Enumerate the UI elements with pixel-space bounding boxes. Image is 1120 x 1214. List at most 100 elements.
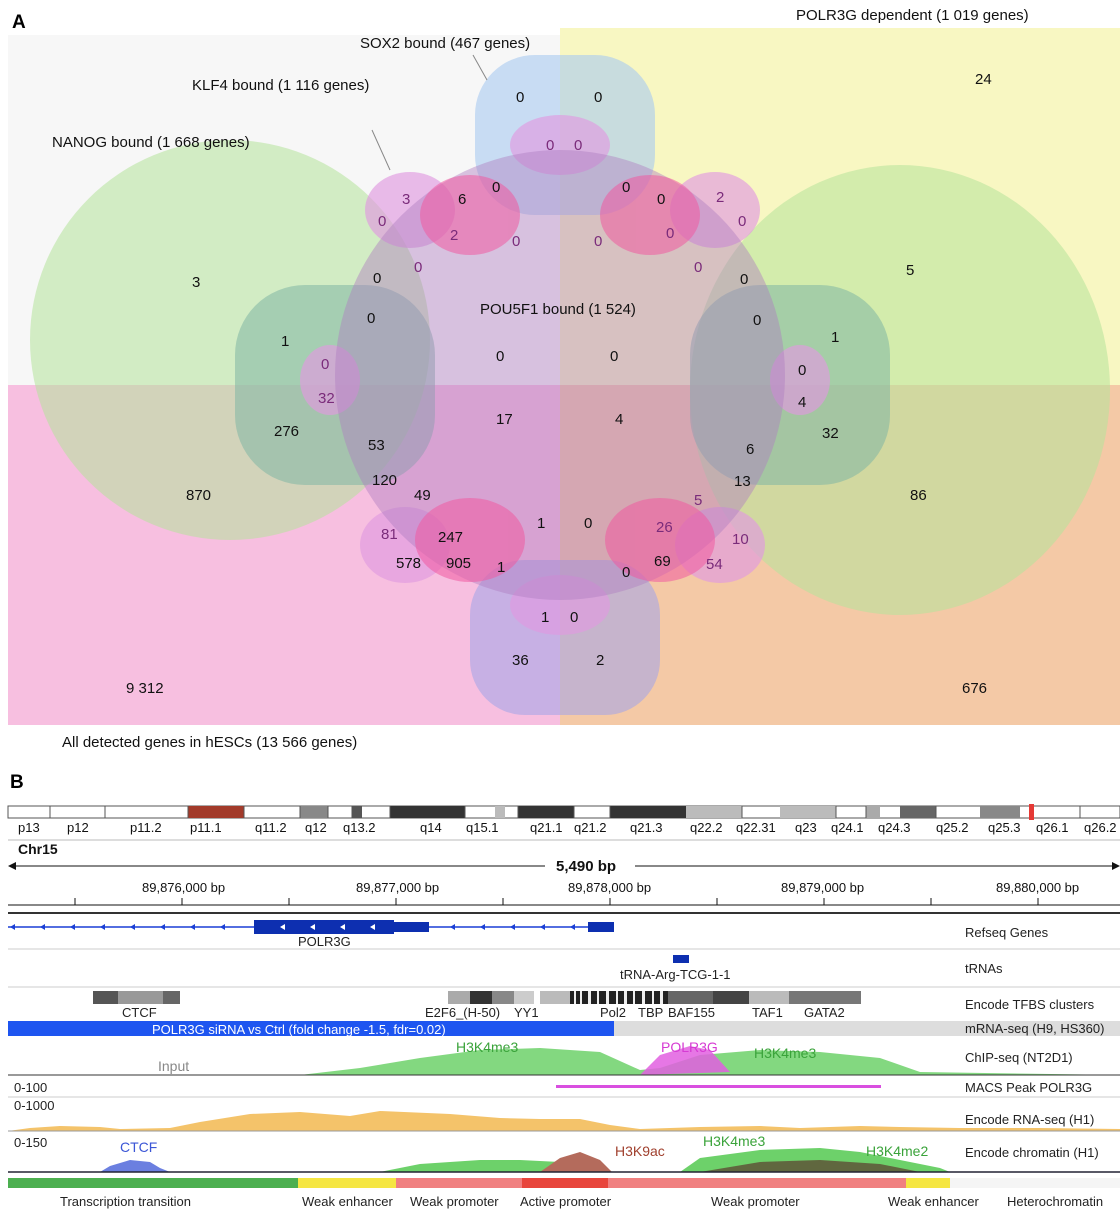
count: 6 bbox=[746, 441, 754, 458]
tfbs-label-yy1: YY1 bbox=[514, 1005, 539, 1020]
count: 5 bbox=[906, 262, 914, 279]
klf4-pointer bbox=[371, 129, 391, 171]
count: 24 bbox=[975, 71, 992, 88]
count: 5 bbox=[694, 492, 702, 509]
count: 0 bbox=[414, 259, 422, 276]
count: 1 bbox=[281, 333, 289, 350]
count: 0 bbox=[594, 89, 602, 106]
track-label-rnaseq: Encode RNA-seq (H1) bbox=[965, 1112, 1094, 1127]
count: 9 312 bbox=[126, 680, 164, 697]
tfbs-label-baf155: BAF155 bbox=[668, 1005, 715, 1020]
chromatin-states: Transcription transition Weak enhancer W… bbox=[8, 1178, 1120, 1209]
state-label: Weak promoter bbox=[410, 1194, 499, 1209]
panel-a: A bbox=[8, 7, 1120, 751]
count: 10 bbox=[732, 531, 749, 548]
macs-range: 0-100 bbox=[14, 1080, 47, 1095]
count: 3 bbox=[402, 191, 410, 208]
track-label-chromatin: Encode chromatin (H1) bbox=[965, 1145, 1099, 1160]
count: 0 bbox=[622, 564, 630, 581]
count: 2 bbox=[450, 227, 458, 244]
band-label: q23 bbox=[795, 820, 817, 835]
band-label: q24.3 bbox=[878, 820, 911, 835]
band-label: q22.2 bbox=[690, 820, 723, 835]
count: 0 bbox=[516, 89, 524, 106]
chip-h3k4me3-label: H3K4me3 bbox=[456, 1039, 518, 1055]
count: 13 bbox=[734, 473, 751, 490]
count: 86 bbox=[910, 487, 927, 504]
count: 578 bbox=[396, 555, 421, 572]
count: 3 bbox=[192, 274, 200, 291]
count: 26 bbox=[656, 519, 673, 536]
mrna-track: POLR3G siRNA vs Ctrl (fold change -1.5, … bbox=[8, 1021, 1120, 1037]
count: 4 bbox=[798, 394, 806, 411]
count: 2 bbox=[596, 652, 604, 669]
coord-label: 89,878,000 bp bbox=[568, 880, 651, 895]
chip-track: Input H3K4me3 POLR3G H3K4me3 ChIP-seq (N… bbox=[8, 1039, 1120, 1076]
count: 17 bbox=[496, 411, 513, 428]
band-labels: p13 p12 p11.2 p11.1 q11.2 q12 q13.2 q14 … bbox=[18, 820, 1117, 835]
band-label: p11.2 bbox=[130, 820, 162, 835]
count: 53 bbox=[368, 437, 385, 454]
count: 0 bbox=[622, 179, 630, 196]
pou5f1-set bbox=[335, 150, 785, 600]
count: 905 bbox=[446, 555, 471, 572]
band-label: p11.1 bbox=[190, 820, 222, 835]
band-label: p12 bbox=[67, 820, 89, 835]
span-ruler: 5,490 bp bbox=[8, 858, 1120, 875]
count: 1 bbox=[541, 609, 549, 626]
track-label-mrna: mRNA-seq (H9, HS360) bbox=[965, 1021, 1104, 1036]
count: 676 bbox=[962, 680, 987, 697]
band-label: q21.2 bbox=[574, 820, 607, 835]
count: 0 bbox=[546, 137, 554, 154]
band-label: p13 bbox=[18, 820, 40, 835]
tfbs-label-ctcf: CTCF bbox=[122, 1005, 157, 1020]
chip-h3k4me3-label-2: H3K4me3 bbox=[754, 1045, 816, 1061]
tfbs-track: CTCF E2F6_(H-50) YY1 Pol2 TBP BAF155 TAF… bbox=[93, 991, 1095, 1020]
track-label-chip: ChIP-seq (NT2D1) bbox=[965, 1050, 1073, 1065]
count: 0 bbox=[496, 348, 504, 365]
nanog-set-label: NANOG bound (1 668 genes) bbox=[52, 134, 250, 151]
macs-track: 0-100 MACS Peak POLR3G bbox=[8, 1080, 1120, 1098]
chromatin-h3k4me3-label: H3K4me3 bbox=[703, 1133, 765, 1149]
gene-label: POLR3G bbox=[298, 934, 351, 949]
tfbs-label-tbp: TBP bbox=[638, 1005, 663, 1020]
trna-label: tRNA-Arg-TCG-1-1 bbox=[620, 967, 731, 982]
track-label-tfbs: Encode TFBS clusters bbox=[965, 997, 1095, 1012]
rnaseq-track: 0-1000 Encode RNA-seq (H1) bbox=[8, 1098, 1120, 1132]
count: 0 bbox=[373, 270, 381, 287]
sox2-set-label: SOX2 bound (467 genes) bbox=[360, 35, 530, 52]
count: 36 bbox=[512, 652, 529, 669]
tfbs-label-e2f6: E2F6_(H-50) bbox=[425, 1005, 500, 1020]
trna-track: tRNA-Arg-TCG-1-1 tRNAs bbox=[8, 955, 1120, 988]
count: 0 bbox=[594, 233, 602, 250]
band-label: q25.3 bbox=[988, 820, 1021, 835]
count: 0 bbox=[740, 271, 748, 288]
polr3g-set-label: POLR3G dependent (1 019 genes) bbox=[796, 7, 1029, 24]
chromatin-ctcf-label: CTCF bbox=[120, 1139, 157, 1155]
band-label: q26.2 bbox=[1084, 820, 1117, 835]
count: 69 bbox=[654, 553, 671, 570]
band-label: q22.31 bbox=[736, 820, 776, 835]
panel-b: B bbox=[7, 772, 1120, 1209]
count: 0 bbox=[798, 362, 806, 379]
count: 1 bbox=[537, 515, 545, 532]
ideogram: p13 p12 p11.2 p11.1 q11.2 q12 q13.2 q14 … bbox=[7, 804, 1120, 835]
refseq-track: POLR3G Refseq Genes bbox=[8, 920, 1120, 950]
count: 0 bbox=[367, 310, 375, 327]
track-label-refseq: Refseq Genes bbox=[965, 925, 1049, 940]
count: 32 bbox=[822, 425, 839, 442]
mrna-bar-label: POLR3G siRNA vs Ctrl (fold change -1.5, … bbox=[152, 1022, 446, 1037]
count: 0 bbox=[657, 191, 665, 208]
band-label: q21.3 bbox=[630, 820, 663, 835]
count: 81 bbox=[381, 526, 398, 543]
count: 0 bbox=[610, 348, 618, 365]
count: 32 bbox=[318, 390, 335, 407]
band-label: q13.2 bbox=[343, 820, 376, 835]
chromatin-track: 0-150 CTCF H3K9ac H3K4me3 H3K4me2 Encode… bbox=[8, 1133, 1120, 1173]
count: 54 bbox=[706, 556, 723, 573]
band-label: q21.1 bbox=[530, 820, 563, 835]
chromatin-range: 0-150 bbox=[14, 1135, 47, 1150]
band-label: q26.1 bbox=[1036, 820, 1069, 835]
count: 1 bbox=[831, 329, 839, 346]
